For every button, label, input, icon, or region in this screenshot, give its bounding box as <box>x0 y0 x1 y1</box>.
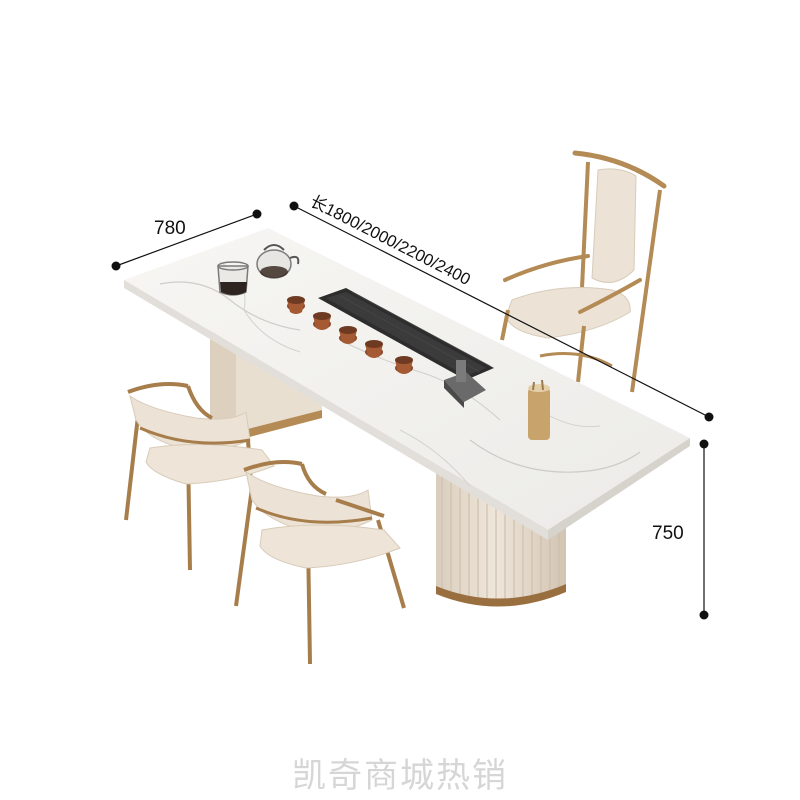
dimension-width: 780 <box>111 209 262 271</box>
teacup <box>287 296 305 314</box>
armchair-round-back <box>234 460 406 665</box>
tea-tray <box>318 288 494 380</box>
armchair-round-back <box>124 382 275 571</box>
glass-pitcher <box>217 261 249 296</box>
glass-kettle <box>256 244 300 279</box>
dimension-height: 750 <box>652 439 709 620</box>
store-watermark: 凯奇商城热销 <box>292 756 508 796</box>
height-label: 750 <box>652 523 684 544</box>
marble-tabletop <box>124 228 690 540</box>
teacup <box>395 356 413 374</box>
tea-tool-holder <box>528 379 550 440</box>
tea-tool-stand <box>444 360 486 408</box>
teacups <box>287 296 413 374</box>
width-label: 780 <box>154 218 186 239</box>
teacup <box>339 326 357 344</box>
teacup <box>313 312 331 330</box>
armchair-high-back <box>500 150 667 393</box>
teacup <box>365 340 383 358</box>
